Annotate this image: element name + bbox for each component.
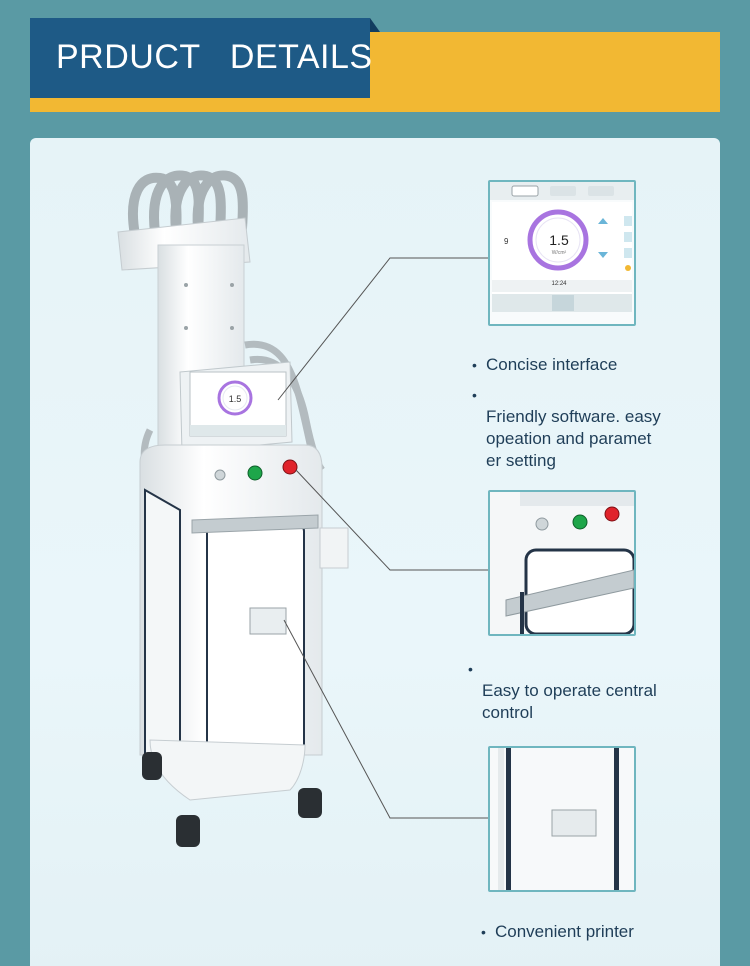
feature-central-control: •Easy to operate central control (468, 661, 657, 722)
banner-title-box (30, 18, 370, 98)
green-button-closeup (572, 514, 588, 530)
banner-notch (370, 18, 380, 32)
red-button-closeup (604, 506, 620, 522)
feature-concise-interface: •Concise interface (472, 355, 618, 374)
feature-convenient-printer: •Convenient printer (481, 922, 634, 941)
printer-closeup (488, 746, 636, 892)
feature-friendly-software: •Friendly software. easy opeation and pa… (472, 387, 661, 470)
interface-closeup: 9 1.5 W/cm² 12:24 (488, 180, 636, 326)
screen-value: 1.5 (549, 232, 569, 248)
screen-unit: W/cm² (551, 250, 567, 256)
svg-text:9: 9 (504, 237, 509, 246)
page-title: PRDUCT DETAILS (56, 38, 373, 76)
printer-slot-closeup (551, 809, 597, 837)
control-closeup (488, 490, 636, 636)
screen-time: 12:24 (551, 281, 567, 287)
